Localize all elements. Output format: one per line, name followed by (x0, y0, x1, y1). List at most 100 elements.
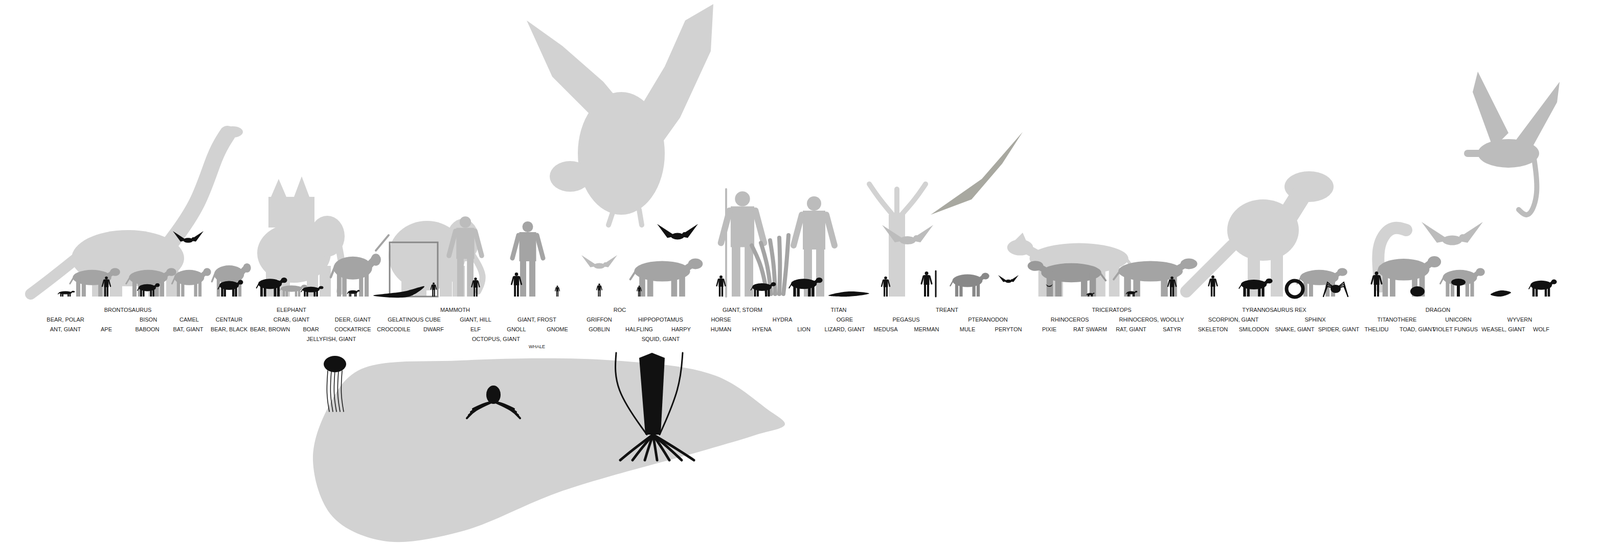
hippopotamus-silhouette (671, 271, 678, 297)
human-silhouette (718, 278, 724, 287)
deer-silhouette (342, 267, 347, 297)
black-bear-silhouette (234, 285, 237, 297)
ant-silhouette (58, 293, 60, 295)
rhinoceros-silhouette (1027, 260, 1044, 272)
goblin-silhouette (597, 289, 599, 297)
hyena-silhouette (764, 286, 768, 297)
howdah-silhouette (268, 196, 315, 228)
unicorn-silhouette (1470, 277, 1474, 297)
merman-silhouette (924, 283, 927, 297)
bat-silhouette (172, 231, 188, 242)
hill-giant-silhouette (475, 231, 482, 256)
storm-giant-silhouette (744, 242, 754, 297)
treant-silhouette (894, 189, 900, 215)
gnoll-silhouette (511, 277, 514, 285)
medusa-silhouette (881, 280, 884, 287)
elephant-silhouette (319, 265, 331, 297)
black-bear-silhouette (223, 285, 227, 297)
boar-silhouette (313, 289, 316, 297)
creature-label: HALFLING (625, 326, 653, 333)
roc-silhouette (634, 4, 714, 154)
rhinoceros-silhouette (1080, 273, 1088, 298)
jellyfish-silhouette (341, 370, 344, 412)
gnoll-silhouette (519, 277, 522, 285)
rhinoceros-silhouette (1099, 273, 1106, 281)
creature-label: ELF (470, 326, 481, 333)
creature-label: MAMMOTH (440, 306, 470, 314)
pegasus-silhouette (882, 224, 906, 243)
merman-silhouette (927, 283, 930, 297)
ape-silhouette (106, 286, 109, 297)
halfling-silhouette (638, 287, 641, 292)
bison-silhouette (126, 277, 130, 284)
jellyfish-silhouette (326, 370, 330, 412)
smilodon-silhouette (1243, 284, 1246, 297)
woolly-rhinoceros-silhouette (1113, 271, 1120, 280)
dwarf-silhouette (430, 285, 432, 290)
smilodon-silhouette (1261, 284, 1265, 297)
hill-giant-silhouette (456, 228, 475, 260)
toad-silhouette (1410, 286, 1425, 297)
lizard-silhouette (828, 291, 870, 297)
spear-silhouette (725, 189, 728, 297)
rat-swarm-silhouette (1091, 294, 1093, 297)
gnoll-silhouette (514, 272, 519, 277)
merman-silhouette (925, 271, 929, 276)
thelidu-silhouette (1373, 283, 1377, 297)
creature-label: GELATINOUS CUBE (387, 316, 441, 324)
rat-swarm-silhouette (1086, 294, 1088, 296)
halfling-silhouette (638, 290, 640, 297)
creature-label: GRIFFON (586, 316, 613, 324)
harpy-silhouette (682, 232, 688, 238)
mule-silhouette (976, 280, 980, 297)
giant-rat-silhouette (1133, 293, 1135, 297)
jellyfish-silhouette (323, 355, 347, 373)
smilodon-silhouette (1247, 284, 1250, 297)
peryton-silhouette (1010, 279, 1013, 282)
creature-label: PERYTON (995, 326, 1023, 333)
giant-rat-silhouette (1135, 290, 1138, 293)
halfling-silhouette (639, 290, 641, 297)
tyrannosaurus-silhouette (1186, 245, 1233, 292)
medusa-silhouette (883, 279, 889, 287)
tyrannosaurus-silhouette (1288, 194, 1302, 215)
crab-silhouette (282, 288, 286, 298)
satyr-silhouette (1174, 280, 1177, 287)
creature-label: GNOME (546, 326, 569, 333)
crocodile-silhouette (373, 286, 425, 298)
wolf-silhouette (1532, 285, 1536, 297)
creature-label: MEDUSA (873, 326, 898, 333)
griffon-silhouette (581, 255, 598, 268)
ant-silhouette (69, 293, 72, 297)
woolly-rhinoceros-silhouette (1169, 271, 1178, 297)
hippopotamus-silhouette (639, 271, 646, 297)
treant-silhouette (888, 214, 906, 297)
boar-silhouette (316, 289, 319, 297)
cockatrice-silhouette (354, 291, 356, 297)
satyr-silhouette (1169, 279, 1175, 287)
medusa-silhouette (883, 286, 886, 297)
creature-label: HYENA (752, 326, 772, 333)
elf-silhouette (478, 281, 480, 287)
thelidu-silhouette (1377, 283, 1380, 297)
dwarf-silhouette (432, 282, 435, 285)
lion-silhouette (793, 283, 796, 297)
howdah-silhouette (271, 178, 287, 197)
hyena-silhouette (750, 286, 753, 290)
mule-silhouette (955, 280, 959, 297)
brontosaurus-silhouette (168, 133, 228, 246)
baboon-silhouette (149, 287, 152, 297)
snake-silhouette (1286, 280, 1303, 298)
titan-silhouette (816, 245, 825, 297)
gnome-silhouette (557, 290, 559, 297)
creature-label: TYRANNOSAURUS REX (1242, 306, 1306, 314)
camel-silhouette (171, 277, 175, 284)
pixie-silhouette (1050, 285, 1052, 287)
storm-giant-silhouette (755, 210, 764, 243)
hippopotamus-silhouette (630, 271, 636, 280)
creature-label: WYVERN (1507, 316, 1532, 324)
storm-giant-silhouette (734, 191, 750, 207)
lion-silhouette (789, 283, 792, 288)
roc-silhouette (549, 161, 591, 192)
